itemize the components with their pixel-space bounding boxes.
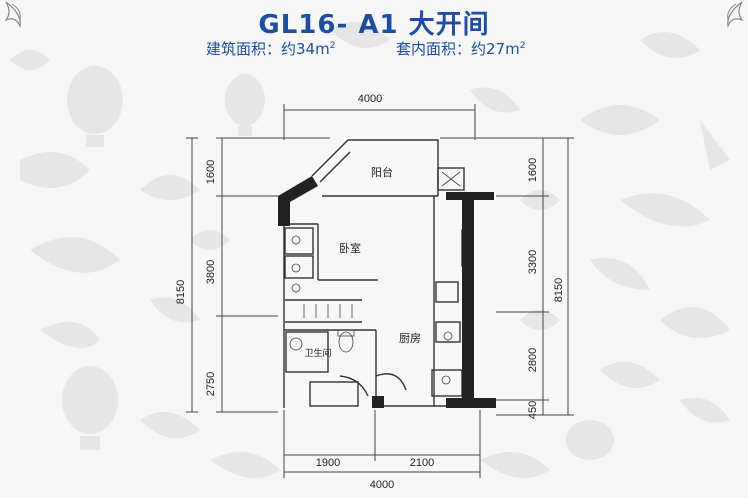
dim-label-right-3: 2800 [527,348,539,372]
dim-label-bottom-left: 1900 [316,457,340,469]
dim-label-right-total: 8150 [553,278,565,302]
dim-label-right-1: 1600 [527,158,539,182]
inner-area-superscript: 2 [519,41,526,51]
inner-area-text: 套内面积：约27m [396,40,520,58]
dim-label-left-3: 2750 [205,372,217,396]
building-area: 建筑面积：约34m2 [206,38,335,59]
dim-label-right-2: 3300 [527,250,539,274]
dim-label-left-2: 3800 [205,260,217,284]
dim-label-right-4: 450 [527,401,539,419]
page-title: GL16- A1 大开间 [258,10,490,40]
wall-solids [278,176,496,408]
building-area-superscript: 2 [329,41,336,51]
corner-ornament-right [727,1,744,29]
inner-area: 套内面积：约27m2 [396,38,525,59]
dim-label-bottom-right: 2100 [410,457,434,469]
corner-ornament-left [4,1,21,29]
dim-label-top-total: 4000 [358,93,382,105]
dim-label-bottom-total: 4000 [370,479,394,491]
room-label-balcony: 阳台 [371,165,393,179]
room-label-bathroom: 卫生间 [304,347,331,359]
building-area-text: 建筑面积：约34m [206,40,330,58]
dim-label-left-total: 8150 [175,280,187,304]
room-label-kitchen: 厨房 [399,332,421,345]
dim-label-left-1: 1600 [205,160,217,184]
room-label-bedroom: 卧室 [339,241,361,255]
fixtures [289,171,461,385]
